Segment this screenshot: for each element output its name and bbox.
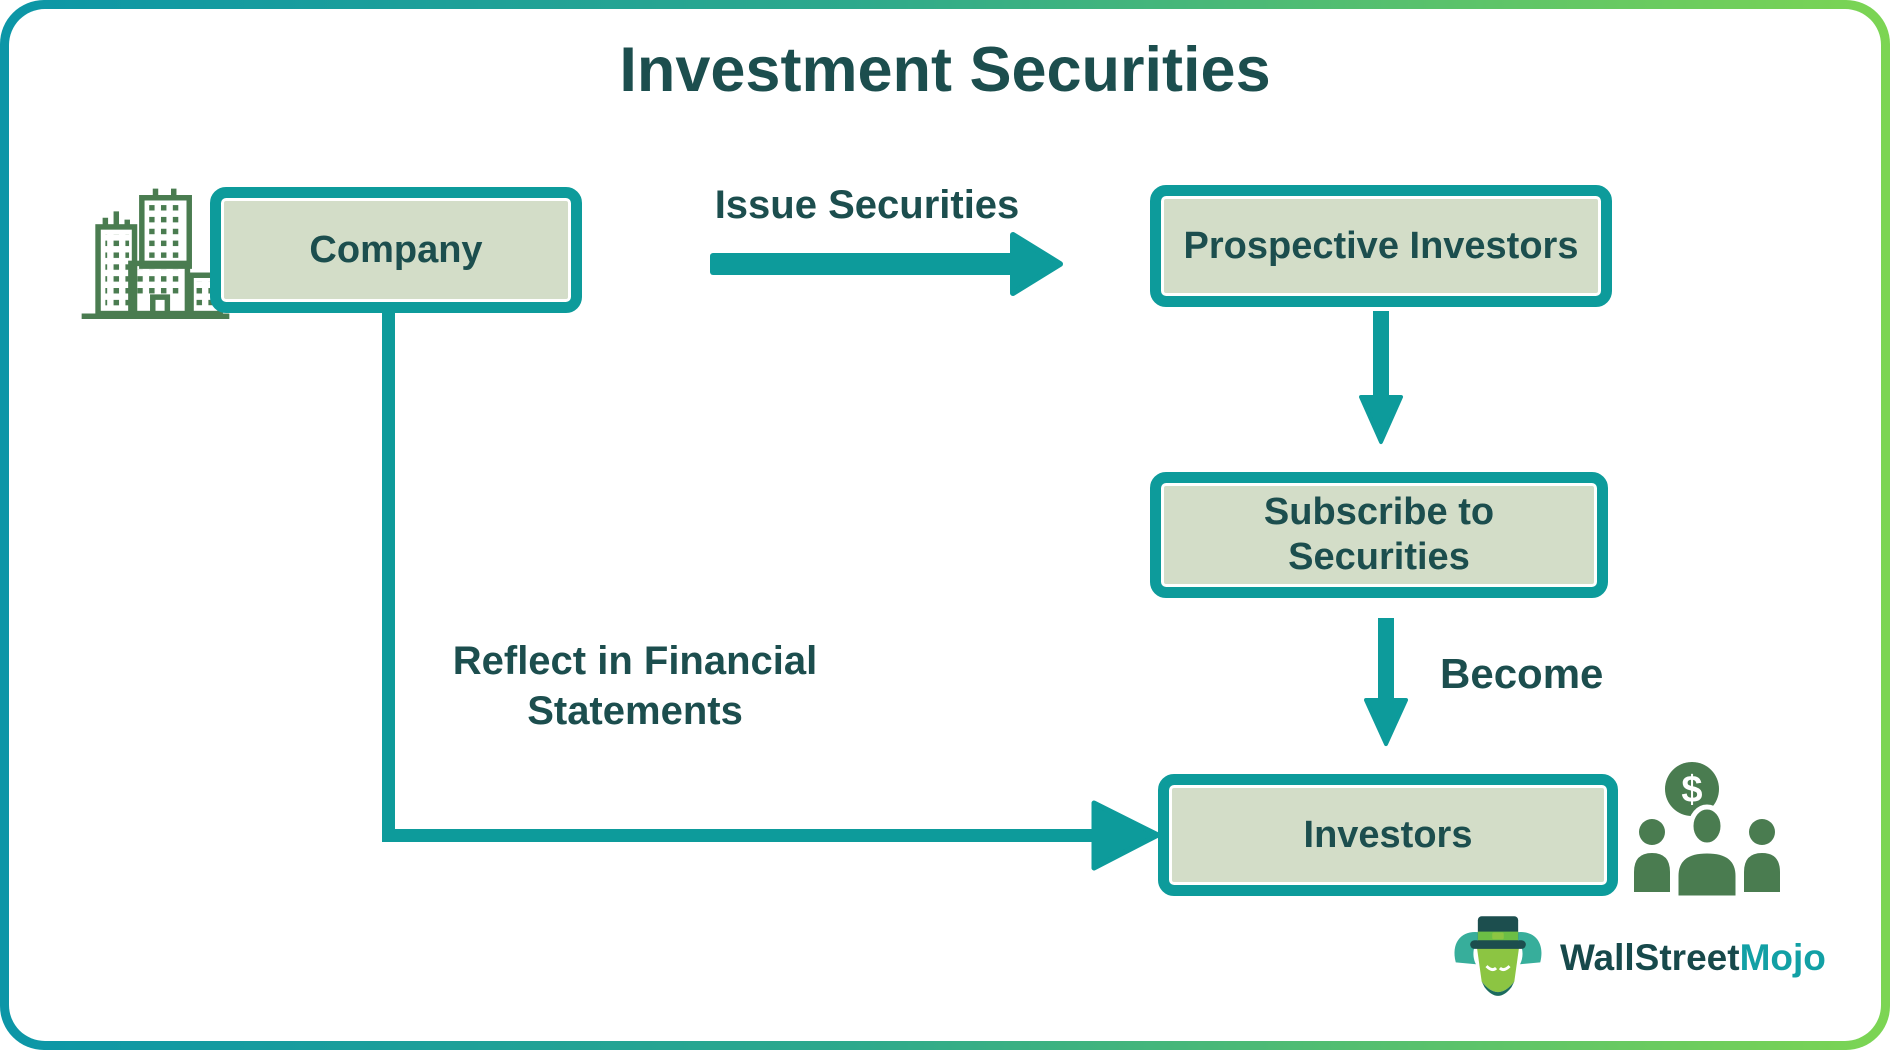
node-prospective-investors: Prospective Investors — [1150, 185, 1612, 307]
reflect-connector-arrow — [382, 313, 1162, 875]
bull-mascot-icon — [1450, 912, 1546, 1004]
people-silhouettes — [1634, 804, 1780, 901]
node-prospective-investors-label: Prospective Investors — [1183, 224, 1579, 267]
dollar-icon: $ — [1665, 762, 1719, 816]
node-investors-label: Investors — [1303, 813, 1473, 856]
logo-text-mojo: Mojo — [1739, 937, 1826, 978]
reflect-financial-statements-label: Reflect in Financial Statements — [452, 639, 818, 733]
node-subscribe-to-securities-label: Subscribe to Securities — [1263, 491, 1495, 578]
wallstreetmojo-logo: WallStreetMojo — [1450, 912, 1826, 1004]
node-investors: Investors — [1158, 774, 1618, 896]
node-subscribe-to-securities: Subscribe to Securities — [1150, 472, 1608, 598]
issue-securities-arrow — [710, 231, 1064, 297]
node-company-label: Company — [309, 228, 483, 271]
page-title: Investment Securities — [619, 35, 1271, 105]
logo-text-wallstreet: WallStreet — [1560, 937, 1740, 978]
buildings-icon — [78, 178, 233, 326]
become-label: Become — [1440, 650, 1604, 697]
issue-securities-label: Issue Securities — [714, 183, 1020, 227]
down-arrow-2 — [1363, 618, 1409, 748]
node-company: Company — [210, 187, 582, 313]
investors-group-icon: $ — [1632, 760, 1782, 902]
dollar-symbol: $ — [1681, 769, 1702, 811]
down-arrow-1 — [1358, 311, 1404, 447]
